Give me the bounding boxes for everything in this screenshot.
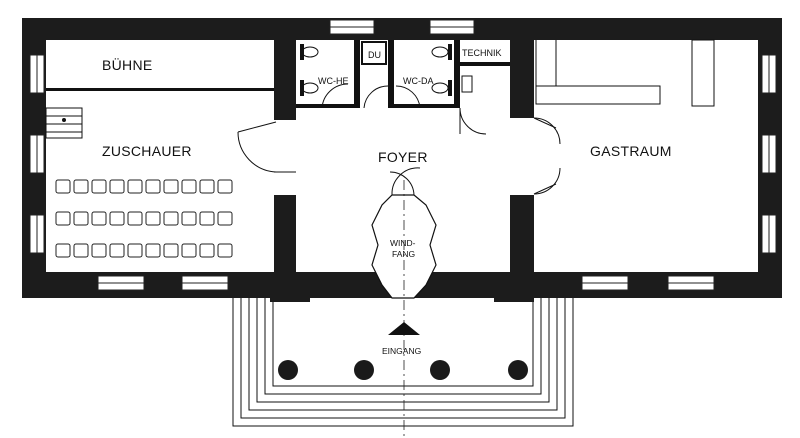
seat [163, 179, 179, 194]
seat [163, 243, 179, 258]
seat [127, 243, 143, 258]
room-label-shower: DU [368, 50, 381, 60]
room-label-foyer: FOYER [378, 149, 428, 165]
interior-walls [46, 40, 534, 275]
room-label-wc-men: WC-HE [318, 76, 349, 86]
seat [163, 211, 179, 226]
seat [181, 211, 197, 226]
seat [55, 243, 71, 258]
seat [73, 211, 89, 226]
portico [232, 295, 574, 427]
seat [73, 179, 89, 194]
seat [127, 179, 143, 194]
portico-columns [278, 360, 528, 380]
seat [55, 211, 71, 226]
portico-column [278, 360, 298, 380]
seat [199, 179, 215, 194]
seat [127, 211, 143, 226]
room-label-entrance: EINGANG [382, 346, 421, 356]
seat [91, 211, 107, 226]
seat [91, 243, 107, 258]
seat [199, 211, 215, 226]
room-label-restaurant: GASTRAUM [590, 143, 672, 159]
room-label-technical: TECHNIK [462, 48, 502, 58]
seat [55, 179, 71, 194]
room-label-vestibule-2: FANG [392, 249, 415, 259]
seat [145, 211, 161, 226]
seat [181, 179, 197, 194]
windows [29, 19, 777, 291]
seat [145, 243, 161, 258]
seat [109, 179, 125, 194]
seat [217, 243, 233, 258]
seat [109, 243, 125, 258]
portico-column [354, 360, 374, 380]
room-label-wc-women: WC-DA [403, 76, 434, 86]
room-label-vestibule-1: WIND- [390, 238, 416, 248]
seat [109, 211, 125, 226]
room-label-stage: BÜHNE [102, 56, 153, 73]
room-label-audience: ZUSCHAUER [102, 143, 192, 159]
seating [55, 179, 233, 258]
portico-column [430, 360, 450, 380]
seat [91, 179, 107, 194]
seat [73, 243, 89, 258]
vestibule [371, 167, 437, 438]
portico-column [508, 360, 528, 380]
seat [145, 179, 161, 194]
seat [199, 243, 215, 258]
seat [217, 179, 233, 194]
doors [237, 83, 561, 195]
fixtures [45, 39, 715, 139]
seat [181, 243, 197, 258]
seat [217, 211, 233, 226]
